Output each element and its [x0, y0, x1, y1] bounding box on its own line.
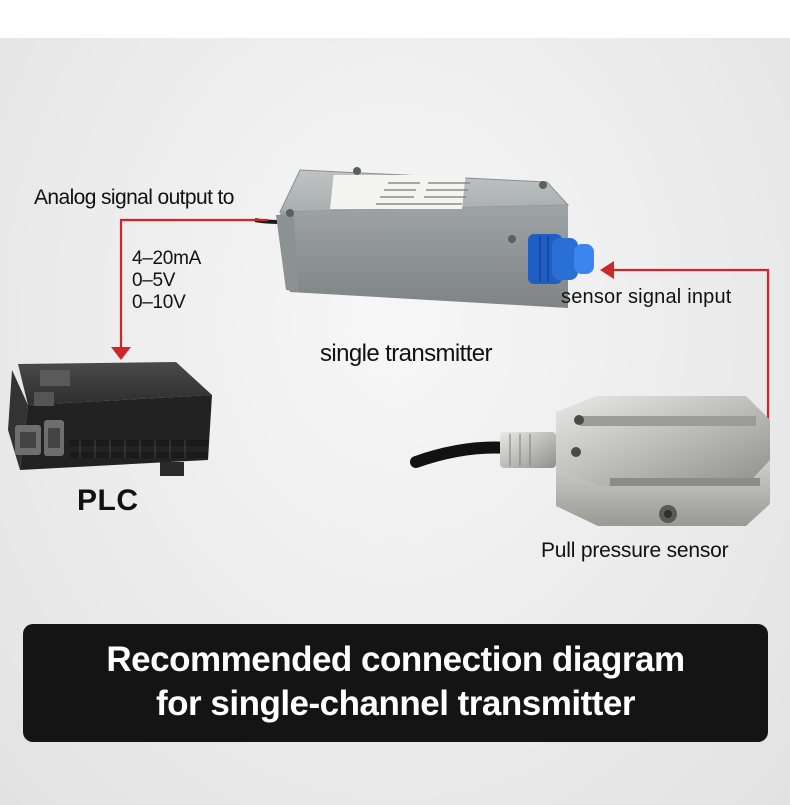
- input-arrow: [600, 261, 770, 430]
- sensor-input-label: sensor signal input: [561, 286, 732, 308]
- range-voltage-5: 0–5V: [132, 270, 176, 291]
- plc-label: PLC: [77, 484, 139, 517]
- sensor-cable: [410, 441, 514, 468]
- range-voltage-10: 0–10V: [132, 292, 186, 313]
- range-current: 4–20mA: [132, 248, 201, 269]
- output-arrow: [111, 218, 268, 360]
- plc-module-icon: [8, 362, 212, 476]
- s-type-load-cell-icon: [500, 396, 770, 526]
- transmitter-label: single transmitter: [320, 340, 493, 367]
- transmitter-box-icon: [276, 167, 570, 308]
- caption-line-1: Recommended connection diagram: [106, 640, 685, 679]
- caption-line-2: for single-channel transmitter: [156, 684, 635, 723]
- cable-gland-icon: [528, 234, 594, 284]
- sensor-label: Pull pressure sensor: [541, 539, 729, 562]
- sensor-fitting: [500, 432, 556, 468]
- caption-text: Recommended connection diagram for singl…: [23, 638, 768, 726]
- top-margin: [0, 0, 790, 38]
- caption-banner: Recommended connection diagram for singl…: [23, 624, 768, 742]
- analog-output-label: Analog signal output to: [34, 186, 234, 209]
- output-ranges: 4–20mA 0–5V 0–10V: [132, 248, 201, 314]
